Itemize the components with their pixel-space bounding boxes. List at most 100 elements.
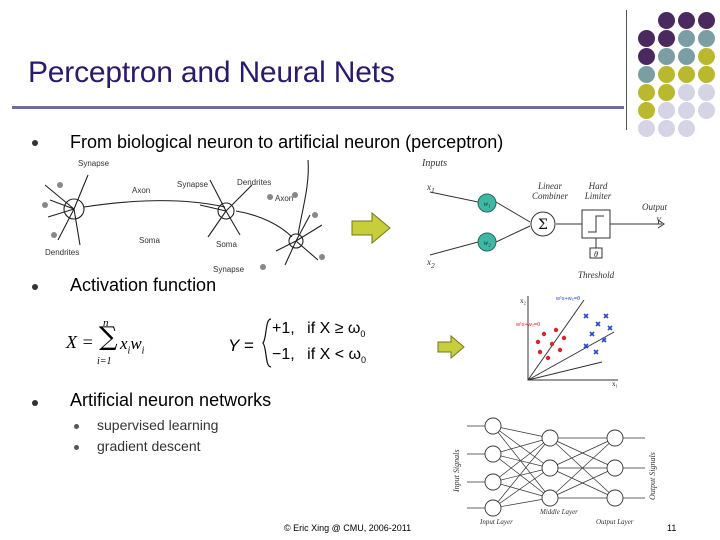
network-edge: [492, 467, 551, 483]
input-layer-label: Input Layer: [480, 518, 513, 526]
decorative-dot: [698, 84, 715, 101]
decorative-dot: [658, 12, 675, 29]
network-edge: [549, 467, 616, 499]
bio-label-soma: Soma: [139, 236, 160, 245]
scatter-eq-1: w¹x+w₂=θ: [555, 296, 580, 302]
middle-layer-label: Middle Layer: [540, 508, 578, 516]
title-underline: [12, 106, 624, 109]
bio-label-soma: Soma: [216, 240, 237, 249]
network-node: [541, 489, 559, 507]
decorative-dot: [638, 120, 655, 137]
output-label: Output: [642, 202, 668, 212]
network-edge: [549, 437, 616, 469]
decorative-dot: [678, 84, 695, 101]
threshold-theta: θ: [594, 250, 598, 259]
network-edge: [549, 437, 616, 499]
decorative-dot: [698, 66, 715, 83]
scatter-axis-y: x₂: [520, 297, 527, 305]
decorative-dot: [638, 102, 655, 119]
decorative-dot: [678, 48, 695, 65]
decorative-dot: [658, 48, 675, 65]
threshold-label: Threshold: [578, 270, 615, 280]
network-edge: [492, 425, 551, 439]
decorative-dot: [658, 66, 675, 83]
input-signals-label: Input Signals: [452, 449, 461, 492]
sum-icon: ∑: [99, 322, 118, 352]
network-node: [484, 445, 502, 463]
bullet-3-text: Artificial neuron networks: [70, 390, 272, 410]
bio-label-synapse: Synapse: [213, 265, 245, 274]
decorative-dot: [698, 12, 715, 29]
sub-bullet-marker: [74, 445, 79, 450]
network-edge: [492, 481, 551, 499]
sub-bullet-2-text: gradient descent: [97, 438, 201, 454]
network-edge: [492, 425, 551, 499]
scatter-axis-x: x₁: [612, 380, 618, 388]
decorative-dot: [678, 102, 695, 119]
decorative-dot: [698, 30, 715, 47]
network-edge: [492, 467, 551, 509]
bio-label-axon: Axon: [275, 194, 294, 203]
decorative-dot: [638, 84, 655, 101]
page-number: 11: [667, 523, 677, 533]
bullet-1-text: From biological neuron to artificial neu…: [70, 132, 504, 152]
hard-limiter-label: Hard Limiter: [584, 181, 612, 201]
perceptron-diagram: Σ θ w₁ w₂: [429, 191, 665, 259]
perceptron-x2-label: x2: [427, 257, 435, 270]
network-edge: [492, 437, 551, 483]
network-node: [541, 459, 559, 477]
output-variable: Y: [656, 216, 662, 226]
network-edge: [492, 437, 551, 509]
case-2: −1, if X < ω0: [272, 346, 366, 366]
bullet-marker: [32, 284, 38, 290]
network-edge: [492, 497, 551, 509]
decorative-dot: [678, 12, 695, 29]
network-node: [606, 459, 624, 477]
bio-label-dendrites: Dendrites: [237, 178, 272, 187]
bio-label-dendrites: Dendrites: [45, 248, 80, 257]
decorative-dot: [698, 102, 715, 119]
weight-w2: w₂: [483, 239, 491, 247]
slide-title: Perceptron and Neural Nets: [28, 56, 395, 89]
decorative-dot: [658, 30, 675, 47]
output-layer-label: Output Layer: [596, 518, 634, 526]
bullet-2-text: Activation function: [70, 275, 217, 295]
decorative-dot: [698, 48, 715, 65]
corner-divider: [626, 10, 627, 130]
linear-combiner-label: Linear Combiner: [532, 181, 568, 201]
sub-bullet-marker: [74, 424, 79, 429]
network-node: [541, 429, 559, 447]
biological-neuron-diagram: [42, 159, 325, 270]
sub-bullet-1-text: supervised learning: [97, 417, 219, 433]
network-node: [484, 499, 502, 517]
output-signals-label: Output Signals: [648, 452, 657, 500]
network-node: [484, 417, 502, 435]
right-arrow-icon: [351, 211, 391, 245]
formula-y-lhs: Y =: [228, 336, 254, 355]
decorative-dot: [638, 48, 655, 65]
bio-label-synapse: Synapse: [177, 180, 209, 189]
network-edge: [492, 453, 551, 469]
decorative-dot: [658, 120, 675, 137]
perceptron-x1-label: x1: [427, 182, 435, 195]
formula-x-lhs: X =: [66, 332, 94, 352]
decorative-dot: [678, 120, 695, 137]
decorative-dot: [638, 66, 655, 83]
bio-label-synapse: Synapse: [78, 159, 110, 168]
bullet-marker: [32, 140, 38, 146]
network-edge: [492, 453, 551, 499]
neural-network-diagram: [467, 417, 645, 517]
case-1: +1, if X ≥ ω0: [272, 320, 366, 340]
decorative-dot: [658, 102, 675, 119]
brace-icon: [262, 318, 272, 368]
bullet-marker: [32, 400, 38, 406]
decision-boundary-plot: x₂ x₁ w¹x+w₂=θ w¹x+w₂=θ: [515, 296, 618, 388]
svg-text:Σ: Σ: [538, 217, 548, 233]
network-edge: [492, 425, 551, 469]
footer-credit: © Eric Xing @ CMU, 2006-2011: [284, 523, 412, 533]
decorative-dot: [638, 30, 655, 47]
decorative-dot: [678, 30, 695, 47]
scatter-eq-2: w¹x+w₂=θ: [515, 322, 540, 328]
right-arrow-icon: [437, 334, 465, 360]
network-edge: [492, 437, 551, 455]
